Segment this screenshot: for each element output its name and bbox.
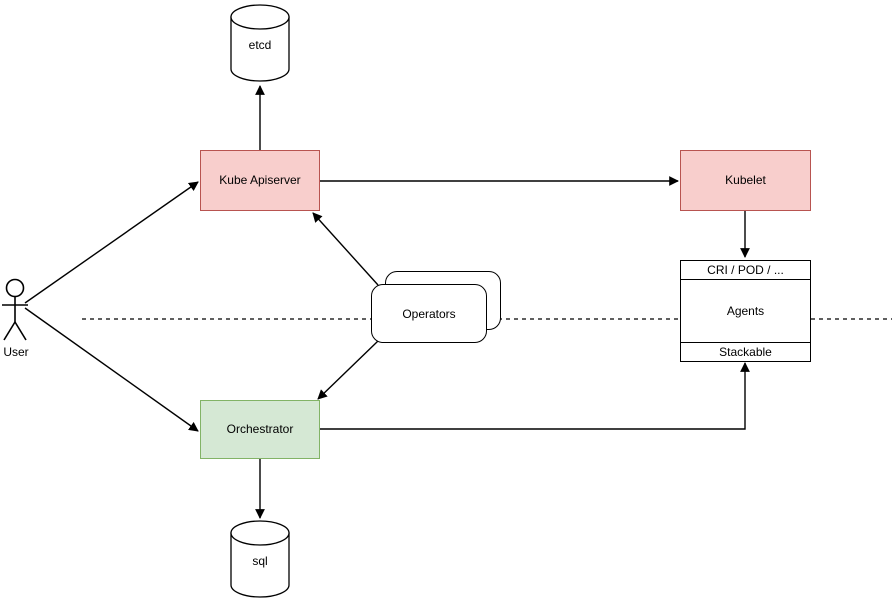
etcd-label: etcd <box>248 38 272 52</box>
kube-apiserver-label: Kube Apiserver <box>219 173 301 188</box>
agents-header-label: CRI / POD / ... <box>681 261 810 280</box>
agents-node[interactable]: CRI / POD / ... Agents Stackable <box>680 260 811 362</box>
sql-node[interactable]: sql <box>231 521 289 597</box>
edge-user-to-orchestrator <box>24 307 199 432</box>
edge-user-to-apiserver <box>24 181 199 304</box>
operators-label: Operators <box>402 306 456 321</box>
sql-cylinder-shape <box>230 520 290 598</box>
etcd-node[interactable]: etcd <box>231 5 289 81</box>
orchestrator-label: Orchestrator <box>226 422 294 437</box>
kube-apiserver-node[interactable]: Kube Apiserver <box>200 150 320 211</box>
edge-operators-to-orchestrator <box>317 340 379 400</box>
agents-body-label: Agents <box>726 304 765 318</box>
agents-footer-label: Stackable <box>681 342 810 361</box>
user-node[interactable]: User <box>0 275 32 360</box>
operators-node[interactable]: Operators <box>371 284 487 343</box>
user-actor-shape <box>2 278 28 341</box>
kubelet-node[interactable]: Kubelet <box>680 150 811 211</box>
etcd-cylinder-shape <box>230 4 290 82</box>
sql-label: sql <box>252 554 268 568</box>
kubelet-label: Kubelet <box>725 173 766 188</box>
edge-orchestrator-to-agents <box>320 362 750 430</box>
edge-operators-to-apiserver <box>312 212 379 286</box>
orchestrator-node[interactable]: Orchestrator <box>200 400 320 459</box>
user-label: User <box>3 345 29 359</box>
